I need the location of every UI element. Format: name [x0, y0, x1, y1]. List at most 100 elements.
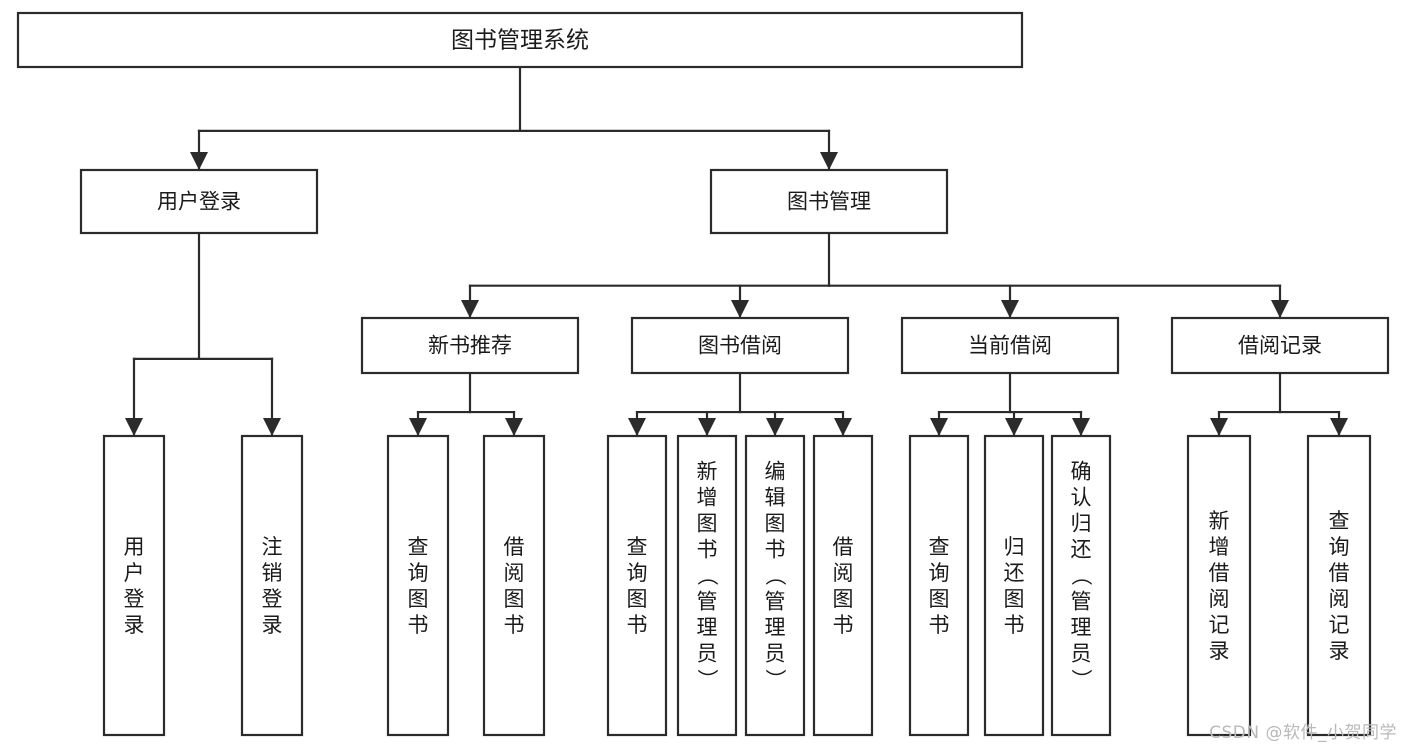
arrow-head-icon [1005, 418, 1023, 436]
arrow-head-icon [461, 300, 479, 318]
node-box-leaf-add-book [676, 434, 738, 737]
arrow-head-icon [930, 418, 948, 436]
node-label-char: 借 [1209, 561, 1230, 585]
node-label-char: 阅 [1329, 587, 1350, 611]
node-label-char: 查 [929, 535, 950, 559]
node-label-char: 图 [627, 587, 648, 611]
node-label-char: 录 [124, 613, 145, 637]
node-label-char: 图 [1004, 587, 1025, 611]
node-book-borrow[interactable]: 图书借阅 [630, 316, 850, 375]
node-label-char: 还 [1004, 561, 1025, 585]
node-box-new-book-recommend [360, 316, 580, 375]
node-root[interactable]: 图书管理系统 [16, 11, 1024, 69]
node-label-char: 理 [1071, 615, 1092, 639]
node-label-char: 编 [765, 459, 786, 483]
node-label-char: 书 [697, 537, 718, 561]
arrow-head-icon [731, 300, 749, 318]
connector-group-borrow-record [1210, 371, 1348, 437]
connector-group-new-book-recommend [409, 371, 523, 437]
node-label-char: 登 [262, 587, 283, 611]
node-label-char: 图 [833, 587, 854, 611]
arrow-head-icon [263, 418, 281, 436]
connector-layer [125, 65, 1348, 437]
node-label-char: 户 [124, 561, 145, 585]
node-label-char: 查 [408, 535, 429, 559]
node-label-book-borrow: 图书借阅 [698, 334, 782, 358]
node-label-char: 增 [1209, 535, 1230, 559]
node-label-char: 记 [1329, 613, 1350, 637]
node-label-char: 书 [408, 613, 429, 637]
arrow-head-icon [1210, 418, 1228, 436]
node-new-book-recommend[interactable]: 新书推荐 [360, 316, 580, 375]
node-label-char: 阅 [1209, 587, 1230, 611]
node-box-leaf-confirm-return [1050, 434, 1112, 737]
node-label-char: 录 [262, 613, 283, 637]
node-label-char: 管 [765, 589, 786, 613]
node-leaf-user-login[interactable]: 用户登录 [102, 434, 166, 737]
node-label-char: 管 [1071, 589, 1092, 613]
node-label-char: 还 [1071, 537, 1092, 561]
connector-group-user-login [125, 231, 281, 437]
node-label-current-borrow: 当前借阅 [968, 334, 1052, 358]
connector-group-book-manage [461, 231, 1289, 319]
node-label-char: 询 [408, 561, 429, 585]
connector-group-current-borrow [930, 371, 1090, 437]
node-label-char: 借 [504, 535, 525, 559]
node-box-leaf-query-book-1 [386, 434, 450, 737]
arrow-head-icon [1271, 300, 1289, 318]
node-label-char: 图 [929, 587, 950, 611]
node-label-char: 增 [697, 485, 718, 509]
node-box-book-borrow [630, 316, 850, 375]
node-label-char: 注 [262, 535, 283, 559]
node-box-current-borrow [900, 316, 1120, 375]
node-label-char: 理 [765, 615, 786, 639]
node-box-book-manage [709, 168, 949, 235]
node-label-char: 新 [1209, 509, 1230, 533]
node-label-root: 图书管理系统 [451, 28, 589, 54]
node-label-char: 员 [1071, 641, 1092, 665]
node-label-char: 书 [929, 613, 950, 637]
node-user-login[interactable]: 用户登录 [79, 168, 319, 235]
node-box-leaf-user-login [102, 434, 166, 737]
node-label-char: 登 [124, 587, 145, 611]
node-label-char: ） [695, 669, 719, 690]
node-label-char: 书 [833, 613, 854, 637]
node-box-root [16, 11, 1024, 69]
node-label-char: 新 [697, 459, 718, 483]
node-label-char: 员 [697, 641, 718, 665]
node-label-char: 书 [627, 613, 648, 637]
node-label-char: 确 [1071, 459, 1092, 483]
node-current-borrow[interactable]: 当前借阅 [900, 316, 1120, 375]
arrow-head-icon [409, 418, 427, 436]
node-borrow-record[interactable]: 借阅记录 [1170, 316, 1390, 375]
node-book-manage[interactable]: 图书管理 [709, 168, 949, 235]
node-label-char: 图 [765, 511, 786, 535]
node-label-book-manage: 图书管理 [787, 190, 871, 214]
arrow-head-icon [834, 418, 852, 436]
node-box-leaf-return-book [983, 434, 1045, 737]
node-label-char: 管 [697, 589, 718, 613]
node-label-char: 辑 [765, 485, 786, 509]
node-label-char: 阅 [833, 561, 854, 585]
node-label-new-book-recommend: 新书推荐 [428, 334, 512, 358]
node-label-char: 录 [1329, 639, 1350, 663]
node-label-char: 记 [1209, 613, 1230, 637]
node-box-user-login [79, 168, 319, 235]
node-box-leaf-query-record [1306, 434, 1372, 737]
node-label-char: 书 [765, 537, 786, 561]
node-label-char: 借 [833, 535, 854, 559]
node-label-char: 图 [504, 587, 525, 611]
